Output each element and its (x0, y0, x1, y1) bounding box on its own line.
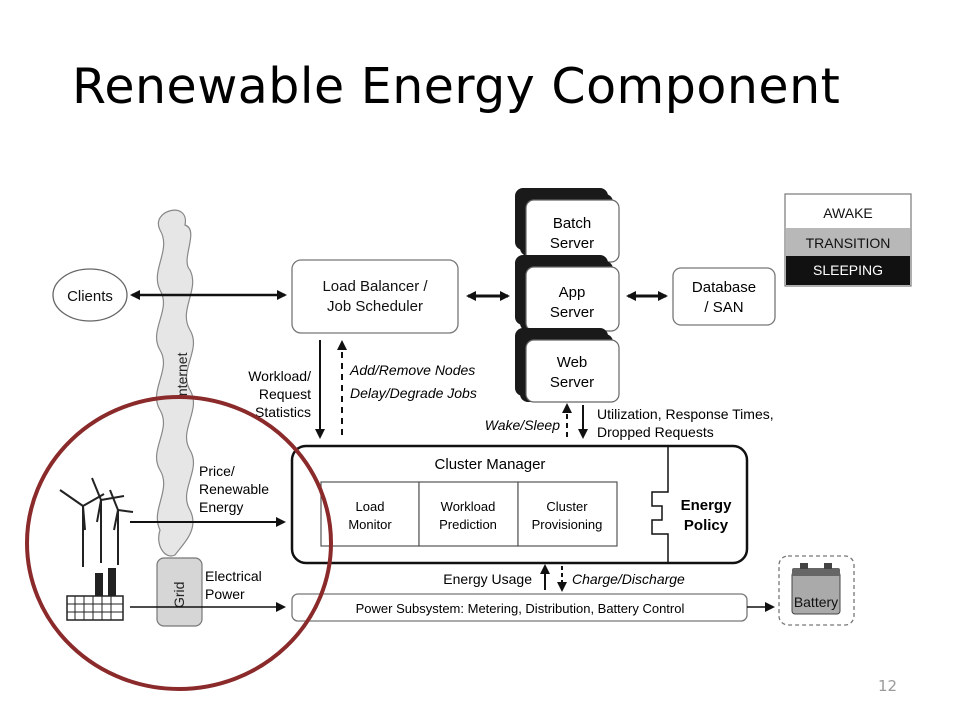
batch-server-label-2: Server (550, 235, 594, 252)
workload-stats-label-1: Workload/ (248, 368, 311, 384)
load-monitor-node (320, 481, 420, 547)
load-balancer-label-1: Load Balancer / (322, 278, 428, 295)
page-number: 12 (878, 677, 898, 695)
energy-policy-label-2: Policy (684, 517, 729, 534)
batch-server-label-1: Batch (553, 215, 591, 232)
web-server-label-1: Web (557, 354, 588, 371)
price-label-1: Price/ (199, 463, 235, 479)
load-monitor-label-2: Monitor (348, 517, 392, 532)
cluster-manager-label: Cluster Manager (435, 456, 546, 473)
wake-sleep-label: Wake/Sleep (485, 417, 560, 433)
battery-icon (791, 563, 841, 615)
cluster-provisioning-label-2: Provisioning (532, 517, 603, 532)
power-plant-icon (66, 568, 124, 621)
app-server-label-1: App (559, 284, 586, 301)
cluster-provisioning-node (517, 481, 618, 547)
database-label-1: Database (692, 279, 756, 296)
grid-label: Grid (171, 582, 187, 608)
energy-policy-divider (651, 447, 669, 562)
legend-awake: AWAKE (823, 205, 873, 221)
utilization-label-1: Utilization, Response Times, (597, 406, 774, 422)
energy-usage-label: Energy Usage (443, 571, 532, 587)
slide-title: Renewable Energy Component (72, 58, 841, 115)
energy-policy-label-1: Energy (681, 497, 733, 514)
workload-prediction-label-2: Prediction (439, 517, 497, 532)
price-label-2: Renewable (199, 481, 269, 497)
delay-degrade-label: Delay/Degrade Jobs (350, 385, 477, 401)
workload-stats-label-3: Statistics (255, 404, 311, 420)
workload-stats-label-2: Request (259, 386, 311, 402)
app-server-label-2: Server (550, 304, 594, 321)
cluster-provisioning-label-1: Cluster (546, 499, 588, 514)
internet-label: Internet (174, 352, 190, 400)
grid-box (156, 557, 203, 627)
load-monitor-label-1: Load (356, 499, 385, 514)
electrical-power-label-2: Power (205, 586, 245, 602)
legend-transition: TRANSITION (806, 235, 891, 251)
workload-prediction-label-1: Workload (441, 499, 496, 514)
clients-label: Clients (67, 288, 113, 305)
load-balancer-node (291, 259, 459, 334)
battery-label: Battery (794, 594, 838, 610)
database-label-2: / SAN (704, 299, 743, 316)
legend-sleeping: SLEEPING (813, 262, 883, 278)
charge-discharge-label: Charge/Discharge (572, 571, 685, 587)
web-server-node (515, 328, 620, 403)
price-label-3: Energy (199, 499, 243, 515)
load-balancer-label-2: Job Scheduler (327, 298, 423, 315)
state-legend (784, 193, 912, 287)
web-server-label-2: Server (550, 374, 594, 391)
highlight-circle (25, 395, 333, 691)
database-node (672, 267, 776, 326)
app-server-node (515, 255, 620, 332)
clients-node (52, 268, 128, 322)
batch-server-node (515, 188, 620, 263)
wind-turbine-icon (59, 477, 134, 567)
workload-prediction-node (418, 481, 519, 547)
utilization-label-2: Dropped Requests (597, 424, 714, 440)
power-subsystem-label: Power Subsystem: Metering, Distribution,… (356, 601, 685, 616)
electrical-power-label-1: Electrical (205, 568, 262, 584)
add-remove-label: Add/Remove Nodes (349, 362, 475, 378)
